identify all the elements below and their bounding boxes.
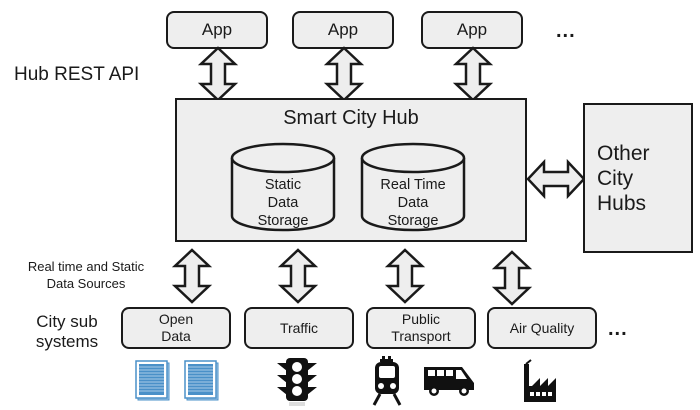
app-label: App	[201, 20, 233, 39]
data-sources-label: Real time and Static Data Sources	[27, 259, 145, 291]
hub-link-arrow	[526, 160, 586, 198]
other-hubs-line: City	[597, 166, 634, 190]
app-box-2: App	[292, 11, 394, 49]
app-label: App	[456, 20, 488, 39]
traffic-light-icon	[277, 358, 317, 406]
other-hubs-line: Hubs	[597, 191, 647, 215]
api-arrow-3	[454, 46, 492, 102]
hub-rest-api-label: Hub REST API	[14, 64, 140, 85]
factory-icon	[524, 359, 556, 402]
source-arrow-3	[386, 248, 424, 304]
api-arrow-1	[199, 46, 237, 102]
document-icon	[184, 360, 219, 401]
bus-icon	[424, 367, 474, 396]
subsystem-air-quality: Air Quality	[487, 307, 597, 349]
subsystems-ellipsis: ...	[608, 318, 628, 340]
api-arrow-2	[325, 46, 363, 102]
realtime-storage-cylinder	[360, 142, 466, 232]
subsystem-traffic: Traffic	[244, 307, 354, 349]
source-arrow-1	[173, 248, 211, 304]
app-label: App	[327, 20, 359, 39]
train-icon	[372, 356, 402, 406]
source-arrow-4	[493, 250, 531, 306]
app-box-1: App	[166, 11, 268, 49]
other-hubs-line: Other	[597, 141, 650, 165]
hub-title: Smart City Hub	[283, 107, 419, 129]
realtime-storage-label: Real Time Data Storage	[380, 177, 446, 229]
document-icon	[135, 360, 170, 401]
apps-ellipsis: ...	[556, 20, 576, 42]
source-arrow-2	[279, 248, 317, 304]
static-storage-label: Static Data Storage	[257, 177, 309, 229]
city-subsystems-label: City sub systems	[35, 312, 99, 351]
static-storage-cylinder	[230, 142, 336, 232]
app-box-3: App	[421, 11, 523, 49]
other-city-hubs: Other City Hubs	[583, 103, 693, 253]
smart-city-hub: Smart City Hub	[175, 98, 527, 242]
